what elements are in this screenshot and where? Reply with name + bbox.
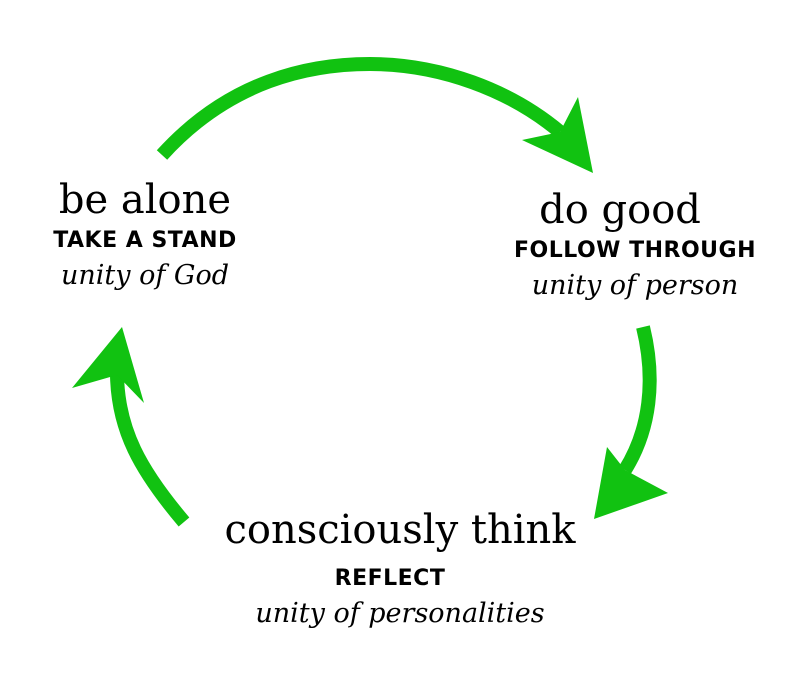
arrow-head-left: [72, 327, 144, 403]
node-do-good: do good FOLLOW THROUGH unity of person: [500, 190, 770, 299]
arrow-be-alone-to-do-good: [156, 56, 593, 173]
arrow-shaft-left: [110, 374, 190, 527]
arrow-head-right: [594, 447, 668, 519]
arrow-do-good-to-consciously-think: [594, 325, 668, 519]
arrow-shaft-top: [156, 56, 565, 160]
node-action-label: FOLLOW THROUGH: [513, 238, 756, 263]
node-main-label: do good: [539, 187, 701, 233]
node-be-alone: be alone TAKE A STAND unity of God: [40, 180, 250, 289]
node-main-label: consciously think: [224, 507, 576, 553]
node-unity-label: unity of personalities: [255, 598, 545, 629]
node-action-label: TAKE A STAND: [53, 228, 237, 253]
node-unity-label: unity of person: [531, 270, 739, 301]
node-consciously-think: consciously think REFLECT unity of perso…: [200, 510, 600, 627]
node-action-label: REFLECT: [334, 566, 446, 591]
node-main-label: be alone: [58, 177, 232, 223]
arrow-head-top: [522, 97, 593, 173]
arrow-shaft-right: [619, 325, 657, 474]
arrow-consciously-think-to-be-alone: [72, 327, 190, 527]
node-unity-label: unity of God: [60, 260, 230, 291]
